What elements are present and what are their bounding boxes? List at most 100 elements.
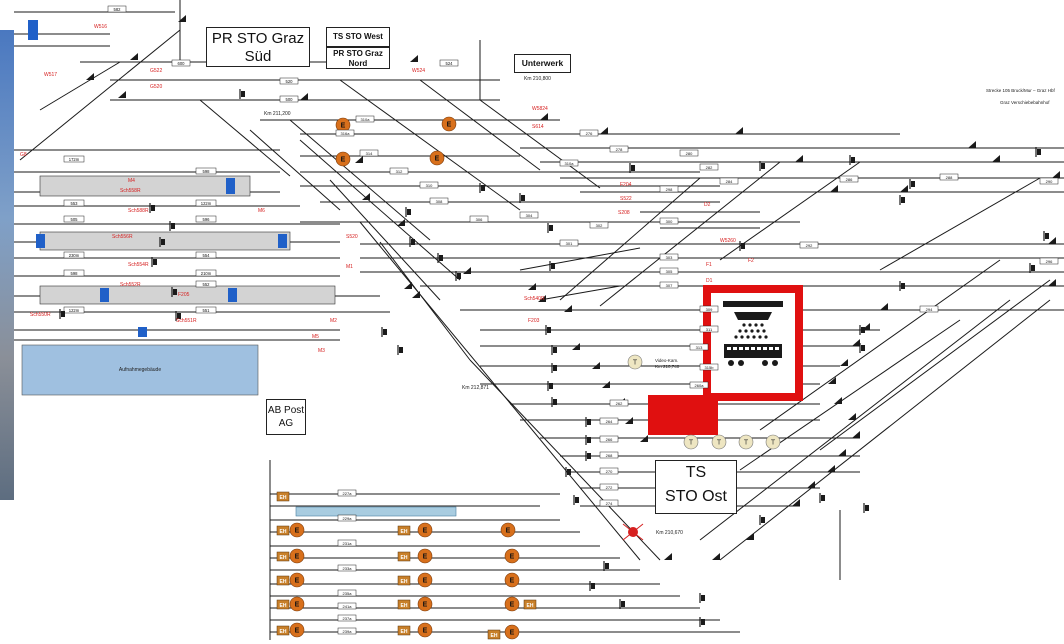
bumper-stop-icon [603, 561, 609, 571]
bumper-stop-icon [899, 281, 905, 291]
e-marker-letter: E [423, 602, 428, 609]
unterwerk-label: Unterwerk [514, 54, 571, 73]
bumper-stop-icon [479, 183, 485, 193]
bumper-stop-icon [589, 581, 595, 591]
mid-track-number: 296 [1046, 259, 1053, 264]
mid-track-box: 284 [719, 177, 739, 185]
e-marker-letter: E [295, 554, 300, 561]
track-number: 505 [71, 217, 79, 222]
mid-track-number: 272 [606, 485, 613, 490]
mid-track-box: 286 [839, 175, 859, 183]
eh-marker-icon: EH [397, 625, 411, 636]
mid-track-number: 316a [341, 131, 351, 136]
signal-label: F1 [706, 262, 712, 268]
mid-track-number: 308 [436, 199, 443, 204]
t-marker-icon: T [683, 434, 699, 450]
eh-marker-icon: EH [397, 575, 411, 586]
switch-icon [746, 533, 754, 540]
bumper-stop-icon [859, 343, 865, 353]
track-number-box: 552 [195, 280, 217, 288]
signal-label: W524 [412, 68, 425, 74]
eh-marker-text: EH [280, 529, 287, 535]
switch-icon [412, 291, 420, 298]
switch-icon [807, 481, 815, 488]
mid-track-number: 278 [616, 147, 623, 152]
pr-sto-nord-label: PR STO Graz Nord [326, 47, 390, 69]
eh-marker-text: EH [280, 555, 287, 561]
switch-icon [300, 93, 308, 100]
switch-icon [900, 185, 908, 192]
mid-track-box: 310a [355, 115, 375, 123]
signal-label: M2 [330, 318, 337, 324]
track-number-box: 551 [195, 306, 217, 314]
switch-icon [852, 339, 860, 346]
bahnhof-label: Graz Verschiebebahnhof [1000, 100, 1050, 105]
mid-track-box: 276 [579, 129, 599, 137]
track-number: 172m [69, 157, 80, 162]
e-marker-letter: E [341, 157, 346, 164]
mid-track-box: 313 [689, 343, 709, 351]
bottom-track-number: 241a [343, 604, 353, 609]
bumper-stop-icon [739, 241, 745, 251]
mid-track-box: 290 [1039, 177, 1059, 185]
e-marker-letter: E [423, 628, 428, 635]
bumper-stop-icon [519, 193, 525, 203]
mid-track-number: 307 [666, 283, 673, 288]
switch-icon [118, 91, 126, 98]
switch-icon [572, 343, 580, 350]
switch-icon [664, 553, 672, 560]
mid-track-box: 302 [589, 221, 609, 229]
switch-icon [992, 155, 1000, 162]
switch-icon [397, 219, 405, 226]
signal-label: Sch588R [128, 208, 149, 214]
signal-label: Sch550R [30, 312, 51, 318]
e-marker-icon: E [504, 624, 520, 640]
e-marker-icon: E [504, 596, 520, 612]
signal-label: G8 [20, 152, 27, 158]
mid-track-number: 292 [806, 243, 813, 248]
mid-track-box: 288 [939, 173, 959, 181]
bumper-stop-icon [819, 493, 825, 503]
mid-track-number: 294 [926, 307, 933, 312]
eh-marker-icon: EH [276, 525, 290, 536]
t-marker-letter: T [689, 440, 694, 447]
mid-track-number: 288 [946, 175, 953, 180]
track-number-box: 598 [195, 167, 217, 175]
track-number-box: 554 [195, 251, 217, 259]
track-number: 598 [71, 271, 79, 276]
eh-marker-text: EH [280, 579, 287, 585]
mid-track-box: 292 [799, 241, 819, 249]
mid-track-number: 302 [596, 223, 603, 228]
top-track-number: 500 [286, 97, 294, 102]
red-signal-labels: W516W517G522G520W524W5824S614W5260F2F1D1… [20, 24, 754, 354]
signal-label: G522 [150, 68, 162, 74]
e-marker-letter: E [295, 578, 300, 585]
eh-marker-icon: EH [397, 599, 411, 610]
eh-marker-icon: EH [276, 599, 290, 610]
switch-icon [625, 417, 633, 424]
bottom-track-box: 237a [337, 614, 357, 622]
mid-track-box: 272 [599, 483, 619, 491]
signal-label: S522 [620, 196, 632, 202]
switch-icon [1048, 279, 1056, 286]
e-marker-letter: E [435, 156, 440, 163]
platforms [21, 20, 336, 396]
track-number-box: 122m [195, 199, 217, 207]
track-number: 122m [69, 308, 80, 313]
eh-marker-text: EH [491, 633, 498, 639]
mid-track-box: 260a [689, 381, 709, 389]
unterwerk-text: Unterwerk [521, 58, 564, 68]
t-marker-icon: T [738, 434, 754, 450]
track-number: 596 [203, 217, 211, 222]
bumper-stop-icon [159, 237, 165, 247]
bumper-stop-icon [547, 223, 553, 233]
mid-track-number: 313 [696, 345, 703, 350]
mid-track-box: 301 [559, 239, 579, 247]
mid-track-number: 280 [686, 151, 693, 156]
mid-track-box: 264 [599, 417, 619, 425]
e-marker-icon: E [417, 522, 433, 538]
bottom-track-box: 229a [337, 514, 357, 522]
bumper-stop-icon [573, 495, 579, 505]
mid-track-number: 260a [695, 383, 705, 388]
